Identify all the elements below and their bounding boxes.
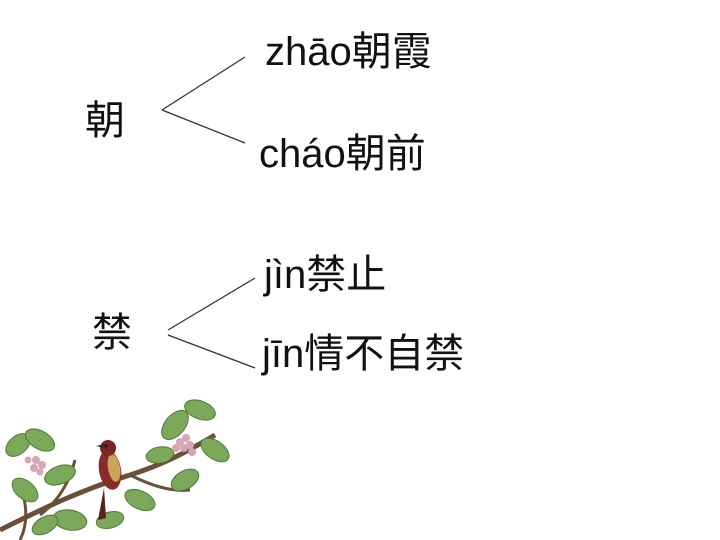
character-chao: 朝 (85, 98, 125, 144)
connector-line-jin1 (167, 334, 256, 369)
pinyin-jin1: jīn (262, 332, 305, 376)
character-jin: 禁 (92, 310, 132, 356)
pinyin-zhao: zhāo (265, 30, 352, 74)
connector-line-zhao (161, 56, 246, 111)
bird-on-flowering-branch-illustration (0, 399, 230, 540)
word-chaoqian: 朝前 (345, 131, 426, 177)
pinyin-jin4: jìn (264, 253, 307, 297)
reading-chao: cháo朝前 (259, 134, 426, 174)
word-jinzhi: 禁止 (306, 252, 387, 298)
word-zhaoxia: 朝霞 (351, 29, 432, 75)
reading-jin4: jìn禁止 (264, 255, 386, 295)
word-qingbuzijin: 情不自禁 (304, 331, 465, 377)
pinyin-chao: cháo (259, 132, 346, 176)
connector-line-chao (161, 109, 246, 144)
reading-jin1: jīn情不自禁 (262, 334, 464, 374)
connector-line-jin4 (167, 277, 256, 331)
reading-zhao: zhāo朝霞 (265, 32, 432, 72)
